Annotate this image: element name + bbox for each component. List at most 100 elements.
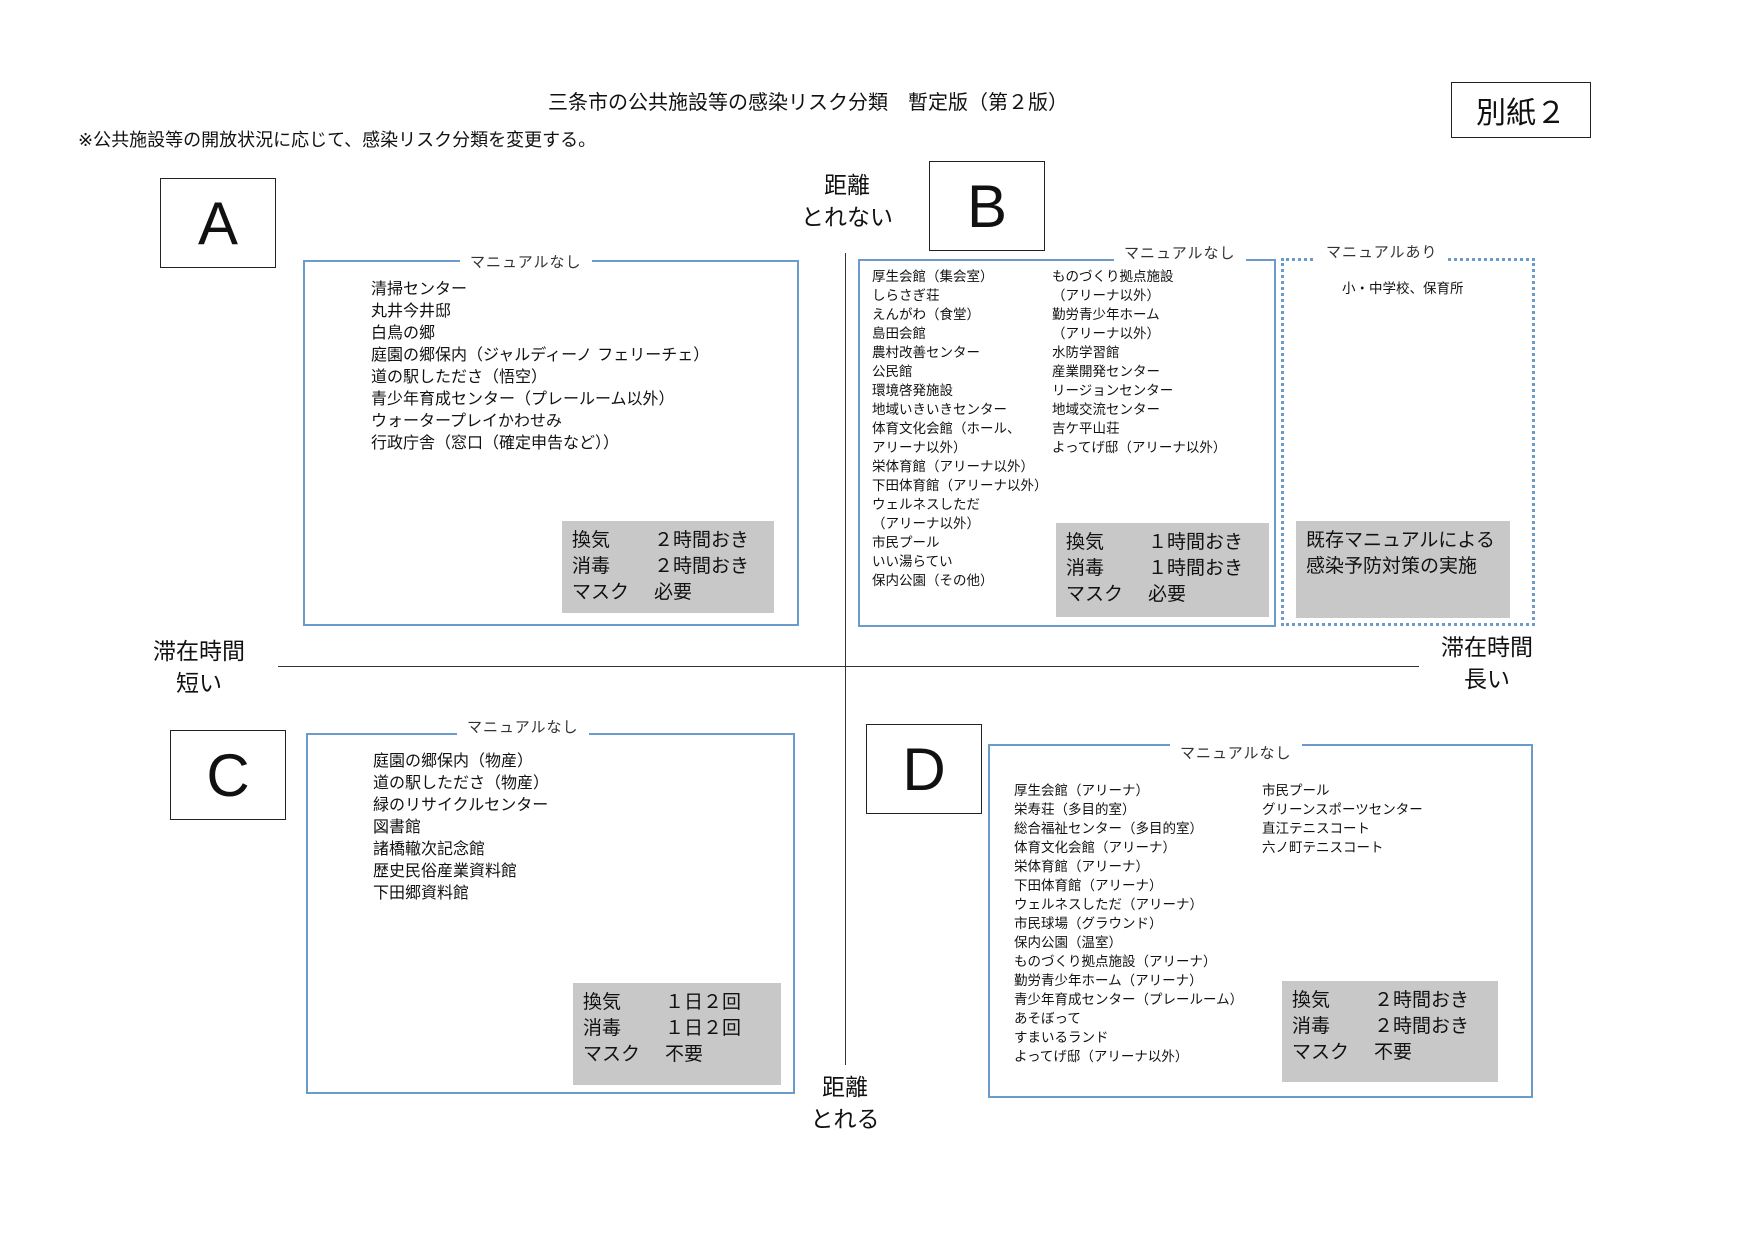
measure-value: ２時間おき <box>1374 989 1470 1011</box>
list-item: 丸井今井邸 <box>371 301 452 320</box>
list-item: 清掃センター <box>371 279 468 298</box>
axis-label-bottom: 距離 とれる <box>795 1072 895 1136</box>
measure-value: 不要 <box>1374 1041 1413 1063</box>
list-item: いい湯らてい <box>872 554 953 570</box>
list-item: 保内公園（その他） <box>872 573 994 589</box>
list-item: 水防学習館 <box>1052 345 1120 361</box>
list-item: 図書館 <box>373 817 422 836</box>
list-item: 厚生会館（アリーナ） <box>1014 783 1149 799</box>
page-note: ※公共施設等の開放状況に応じて、感染リスク分類を変更する。 <box>78 130 597 151</box>
list-item: 地域交流センター <box>1052 402 1160 418</box>
list-item: ウェルネスしただ <box>872 497 980 513</box>
panel-b <box>858 259 1276 627</box>
list-item: 六ノ町テニスコート <box>1262 840 1384 856</box>
list-item: 産業開発センター <box>1052 364 1160 380</box>
list-item: 体育文化会館（ホール、 <box>872 421 1021 437</box>
list-item: 総合福祉センター（多目的室） <box>1014 821 1203 837</box>
panel-c-label: マニュアルなし <box>457 716 589 737</box>
panel-d-items-col1: 厚生会館（アリーナ） 栄寿荘（多目的室） 総合福祉センター（多目的室） 体育文化… <box>1014 782 1243 1067</box>
list-item: 農村改善センター <box>872 345 980 361</box>
list-item: 勤労青少年ホーム（アリーナ） <box>1014 973 1203 989</box>
measure-value: １時間おき <box>1148 531 1244 553</box>
list-item: 青少年育成センター（プレールーム） <box>1014 992 1244 1008</box>
panel-b-items-col2: ものづくり拠点施設 （アリーナ以外） 勤労青少年ホーム （アリーナ以外） 水防学… <box>1052 268 1226 458</box>
list-item: リージョンセンター <box>1052 383 1174 399</box>
list-item: ウォータープレイかわせみ <box>371 411 563 430</box>
list-item: 市民球場（グラウンド） <box>1014 916 1163 932</box>
list-item: ウェルネスしただ（アリーナ） <box>1014 897 1203 913</box>
axis-label-top-line2: とれない <box>801 205 893 231</box>
quadrant-letter-a: A <box>160 178 276 268</box>
list-item: 公民館 <box>872 364 913 380</box>
axis-label-top-line1: 距離 <box>824 173 870 199</box>
panel-b2-items: 小・中学校、保育所 <box>1342 280 1464 299</box>
measure-key: 消毒 <box>1066 557 1105 579</box>
panel-a-items: 清掃センター 丸井今井邸 白鳥の郷 庭園の郷保内（ジャルディーノ フェリーチェ）… <box>371 278 709 454</box>
quadrant-letter-d: D <box>866 724 982 814</box>
attachment-label: 別紙２ <box>1451 82 1591 138</box>
axis-label-right-line1: 滞在時間 <box>1441 635 1533 661</box>
list-item: ものづくり拠点施設（アリーナ） <box>1014 954 1217 970</box>
measure-value: ２時間おき <box>654 555 750 577</box>
list-item: あそぼって <box>1014 1011 1081 1027</box>
page-title: 三条市の公共施設等の感染リスク分類 暫定版（第２版） <box>548 90 1068 114</box>
panel-b-label: マニュアルなし <box>1114 242 1246 263</box>
measure-key: 換気 <box>583 991 622 1013</box>
panel-c-measures: 換気 １日２回 消毒 １日２回 マスク 不要 <box>573 983 781 1085</box>
list-item: すまいるランド <box>1014 1030 1109 1046</box>
measure-value: １日２回 <box>665 1017 742 1039</box>
measure-key: 消毒 <box>572 555 611 577</box>
vertical-axis-line <box>845 253 846 1065</box>
measure-key: 換気 <box>1292 989 1331 1011</box>
measure-value: １時間おき <box>1148 557 1244 579</box>
axis-label-left-line1: 滞在時間 <box>153 639 245 665</box>
list-item: 歴史民俗産業資料館 <box>373 861 518 880</box>
list-item: 市民プール <box>872 535 940 551</box>
axis-label-right: 滞在時間 長い <box>1428 632 1546 696</box>
list-item: 保内公園（温室） <box>1014 935 1122 951</box>
list-item: アリーナ以外） <box>872 440 967 456</box>
list-item: 諸橋轍次記念館 <box>373 839 486 858</box>
list-item: 島田会館 <box>872 326 926 342</box>
measure-key: 換気 <box>572 529 611 551</box>
list-item: グリーンスポーツセンター <box>1262 802 1423 818</box>
list-item: 勤労青少年ホーム <box>1052 307 1160 323</box>
list-item: 道の駅したださ（物産） <box>373 773 550 792</box>
measure-key: マスク <box>1066 583 1124 605</box>
axis-label-right-line2: 長い <box>1464 667 1510 693</box>
list-item: 庭園の郷保内（物産） <box>373 751 534 770</box>
list-item: 下田体育館（アリーナ以外） <box>872 478 1048 494</box>
list-item: 吉ケ平山荘 <box>1052 421 1120 437</box>
panel-b2-measures: 既存マニュアルによる感染予防対策の実施 <box>1296 521 1510 618</box>
list-item: 下田郷資料館 <box>373 883 470 902</box>
list-item: （アリーナ以外） <box>1052 326 1160 342</box>
list-item: 青少年育成センター（プレールーム以外） <box>371 389 675 408</box>
axis-label-left-line2: 短い <box>176 671 222 697</box>
list-item: 行政庁舎（窓口（確定申告など）） <box>371 433 620 452</box>
panel-b-items-col1: 厚生会館（集会室） しらさぎ荘 えんがわ（食堂） 島田会館 農村改善センター 公… <box>872 268 1048 591</box>
measure-value: 不要 <box>665 1043 704 1065</box>
list-item: よってげ邸（アリーナ以外） <box>1052 440 1227 456</box>
list-item: 下田体育館（アリーナ） <box>1014 878 1163 894</box>
list-item: しらさぎ荘 <box>872 288 940 304</box>
axis-label-left: 滞在時間 短い <box>140 636 258 700</box>
list-item: えんがわ（食堂） <box>872 307 980 323</box>
panel-b2-label: マニュアルあり <box>1316 241 1448 262</box>
quadrant-letter-b: B <box>929 161 1045 251</box>
list-item: 厚生会館（集会室） <box>872 269 994 285</box>
list-item: 栄体育館（アリーナ） <box>1014 859 1149 875</box>
list-item: 白鳥の郷 <box>371 323 436 342</box>
list-item: （アリーナ以外） <box>872 516 980 532</box>
list-item: 道の駅したださ（悟空） <box>371 367 548 386</box>
list-item: 栄体育館（アリーナ以外） <box>872 459 1034 475</box>
list-item: 体育文化会館（アリーナ） <box>1014 840 1176 856</box>
list-item: 栄寿荘（多目的室） <box>1014 802 1136 818</box>
measure-key: マスク <box>583 1043 641 1065</box>
measure-key: 消毒 <box>583 1017 622 1039</box>
measure-value: １日２回 <box>665 991 742 1013</box>
list-item: 緑のリサイクルセンター <box>373 795 549 814</box>
list-item: 環境啓発施設 <box>872 383 953 399</box>
list-item: 庭園の郷保内（ジャルディーノ フェリーチェ） <box>371 345 710 364</box>
measure-value: 必要 <box>654 581 693 603</box>
